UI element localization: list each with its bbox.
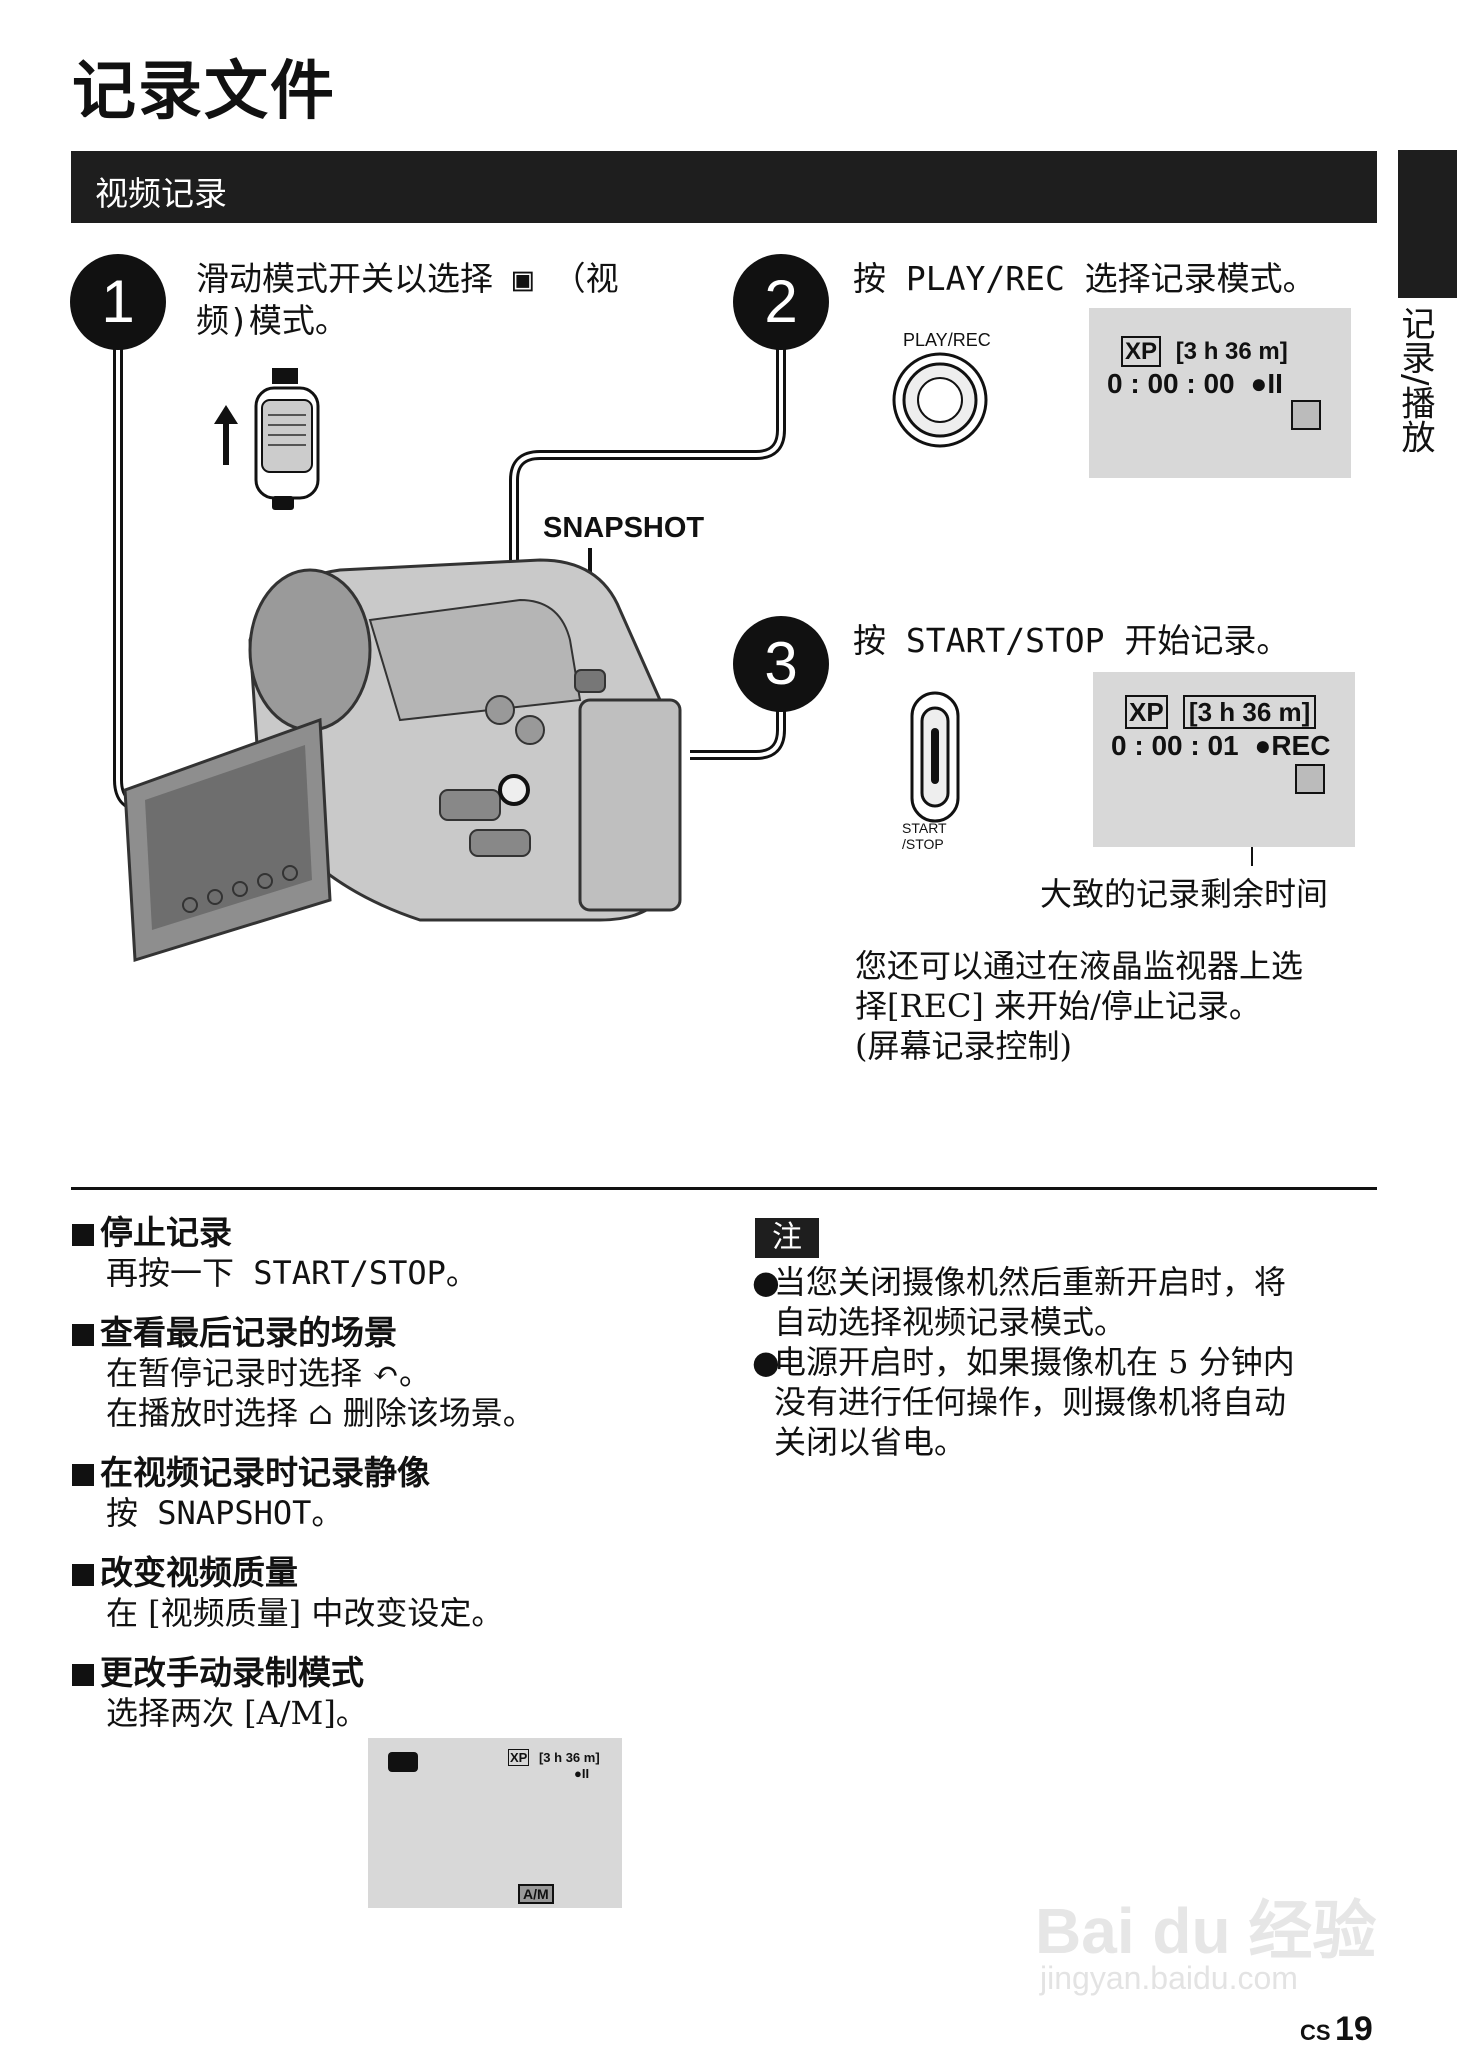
page-title: 记录文件 [72,55,336,129]
tip-heading: 停止记录 [100,1213,232,1252]
start-stop-label-line-2: /STOP [902,836,944,852]
step-1-line-2: 频)模式。 [196,301,348,340]
tip-line: 在 [视频质量] 中改变设定。 [106,1594,504,1632]
note-line: 自动选择视频记录模式。 [774,1303,1127,1341]
screen-record-note: 您还可以通过在液晶监视器上选 择[REC] 来开始/停止记录。 (屏幕记录控制) [855,946,1303,1066]
lcd2-time: 0 : 00 : 01 [1111,730,1239,761]
screen-record-note-line-3: (屏幕记录控制) [855,1027,1072,1065]
tip-view-last-scene: 查看最后记录的场景 在暂停记录时选择 ↶。 在播放时选择 ⌂ 删除该场景。 [72,1313,712,1433]
memory-card-icon [1291,400,1321,430]
note-line: 当您关闭摄像机然后重新开启时，将 [774,1263,1287,1301]
lcd1-remaining: [3 h 36 m] [1175,338,1288,365]
lcd1-status: ●II [1250,368,1283,399]
memory-card-icon [1295,764,1325,794]
note-label: 注 [755,1218,819,1258]
step-3-text: 按 START/STOP 开始记录。 [853,621,1290,660]
start-stop-label-line-1: START [902,820,947,836]
bullet-square-icon [72,1324,94,1346]
note-item: ● 当您关闭摄像机然后重新开启时，将 自动选择视频记录模式。 [752,1262,1382,1342]
section-title: 视频记录 [95,174,227,213]
watermark-logo: Bai du 经验 [1035,1895,1377,1967]
start-stop-label: START /STOP [902,820,947,852]
side-tab-marker [1398,150,1457,298]
lcd3-status: ●II [574,1766,590,1781]
step-3-badge: 3 [733,616,829,712]
lcd2-quality: XP [1125,695,1168,729]
watermark-url: jingyan.baidu.com [1040,1960,1298,1996]
play-rec-button-illustration [892,352,988,448]
page-number: CS 19 [1300,2010,1373,2049]
tip-heading: 查看最后记录的场景 [100,1313,397,1352]
tip-line: 再按一下 START/STOP。 [106,1254,478,1292]
tip-stop-recording: 停止记录 再按一下 START/STOP。 [72,1213,712,1293]
tips-list: 停止记录 再按一下 START/STOP。 查看最后记录的场景 在暂停记录时选择… [72,1213,712,1733]
tip-heading: 改变视频质量 [100,1553,298,1592]
lcd3-quality: XP [508,1749,530,1766]
bullet-square-icon [72,1224,94,1246]
start-stop-button-illustration [910,691,960,823]
mode-switch-illustration [214,368,320,510]
tip-snapshot-while-recording: 在视频记录时记录静像 按 SNAPSHOT。 [72,1453,712,1533]
lcd-screen-record-pause: XP [3 h 36 m] 0 : 00 : 00 ●II [1089,308,1351,478]
video-mode-icon [388,1752,418,1772]
bullet-dot-icon: ● [752,1263,780,1301]
section-divider [71,1187,1377,1190]
bullet-square-icon [72,1664,94,1686]
lcd-screen-recording: XP [3 h 36 m] 0 : 00 : 01 ●REC [1093,672,1355,847]
bullet-square-icon [72,1564,94,1586]
step-1-text: 滑动模式开关以选择 ▣ （视 频)模式。 [196,258,619,342]
remaining-time-caption: 大致的记录剩余时间 [1040,875,1329,913]
bullet-dot-icon: ● [752,1343,780,1381]
page-number-value: 19 [1335,2010,1373,2048]
play-rec-label: PLAY/REC [903,330,991,350]
tip-change-quality: 改变视频质量 在 [视频质量] 中改变设定。 [72,1553,712,1633]
tip-line: 按 SNAPSHOT。 [106,1494,344,1532]
tip-line: 选择两次 [A/M]。 [106,1694,368,1732]
note-line: 电源开启时，如果摄像机在 5 分钟内 [774,1343,1295,1381]
note-line: 关闭以省电。 [774,1423,967,1461]
section-header-bar [71,151,1377,223]
step-1-line-1: 滑动模式开关以选择 ▣ （视 [196,259,619,298]
bullet-square-icon [72,1464,94,1486]
step-1-badge: 1 [70,254,166,350]
lcd1-quality: XP [1121,336,1162,367]
screen-record-note-line-2: 择[REC] 来开始/停止记录。 [855,987,1261,1025]
note-item: ● 电源开启时，如果摄像机在 5 分钟内 没有进行任何操作，则摄像机将自动 关闭… [752,1342,1382,1462]
tip-line: 在暂停记录时选择 ↶。 [106,1354,431,1392]
note-list: ● 当您关闭摄像机然后重新开启时，将 自动选择视频记录模式。 ● 电源开启时，如… [752,1262,1382,1462]
page-number-prefix: CS [1300,2020,1331,2045]
tip-manual-mode: 更改手动录制模式 选择两次 [A/M]。 [72,1653,712,1733]
lcd1-time: 0 : 00 : 00 [1107,368,1235,399]
lcd2-remaining: [3 h 36 m] [1182,695,1317,729]
camcorder-body [123,558,682,962]
lcd1-row-2: 0 : 00 : 00 ●II [1107,368,1283,400]
tip-heading: 在视频记录时记录静像 [100,1453,430,1492]
step-2-badge: 2 [733,254,829,350]
camera-illustration [113,330,1253,962]
lcd-screen-manual-mode: XP [3 h 36 m] ●II A/M [368,1738,622,1908]
tip-line: 在播放时选择 ⌂ 删除该场景。 [106,1394,535,1432]
am-mode-button[interactable]: A/M [518,1884,554,1904]
lcd3-remaining: [3 h 36 m] [538,1750,600,1765]
step-2-text: 按 PLAY/REC 选择记录模式。 [853,259,1316,298]
snapshot-label: SNAPSHOT [543,512,705,544]
lcd2-status: ●REC [1254,730,1331,761]
side-label: 记录/播放 [1395,306,1435,454]
screen-record-note-line-1: 您还可以通过在液晶监视器上选 [855,947,1304,985]
note-line: 没有进行任何操作，则摄像机将自动 [774,1383,1287,1421]
tip-heading: 更改手动录制模式 [100,1653,364,1692]
lcd2-row-2: 0 : 00 : 01 ●REC [1111,730,1330,762]
